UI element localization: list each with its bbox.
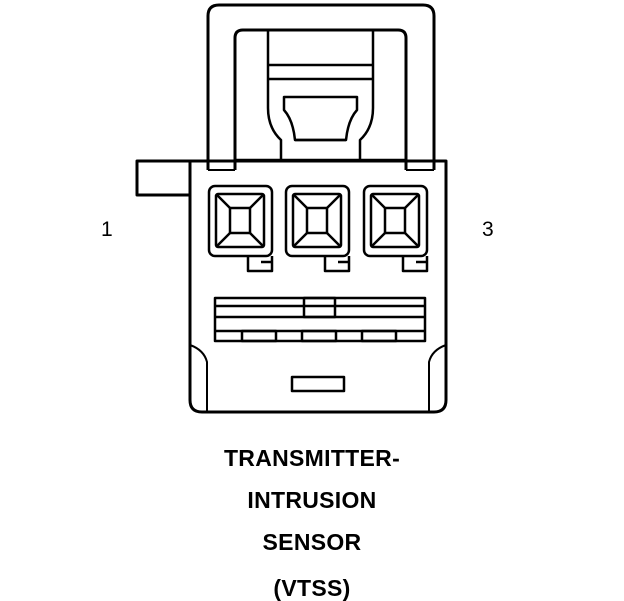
caption-line-1: TRANSMITTER- [223,445,401,471]
caption-line-3: SENSOR [262,529,362,555]
terminal-cavity-2 [284,184,351,273]
latch-handle [206,3,436,171]
pin-1-label: 1 [101,218,113,241]
latch-tongue [235,30,406,162]
terminal-lock-bar [213,296,427,343]
caption-line-2: INTRUSION [247,487,377,513]
pin-3-label: 3 [482,218,494,241]
terminal-cavities [207,184,429,273]
keying-slot [290,375,346,393]
side-tab [135,159,190,197]
caption-line-4: (VTSS) [273,575,351,601]
terminal-cavity-3 [362,184,429,273]
connector-housing [188,159,448,414]
terminal-cavity-1 [207,184,274,273]
